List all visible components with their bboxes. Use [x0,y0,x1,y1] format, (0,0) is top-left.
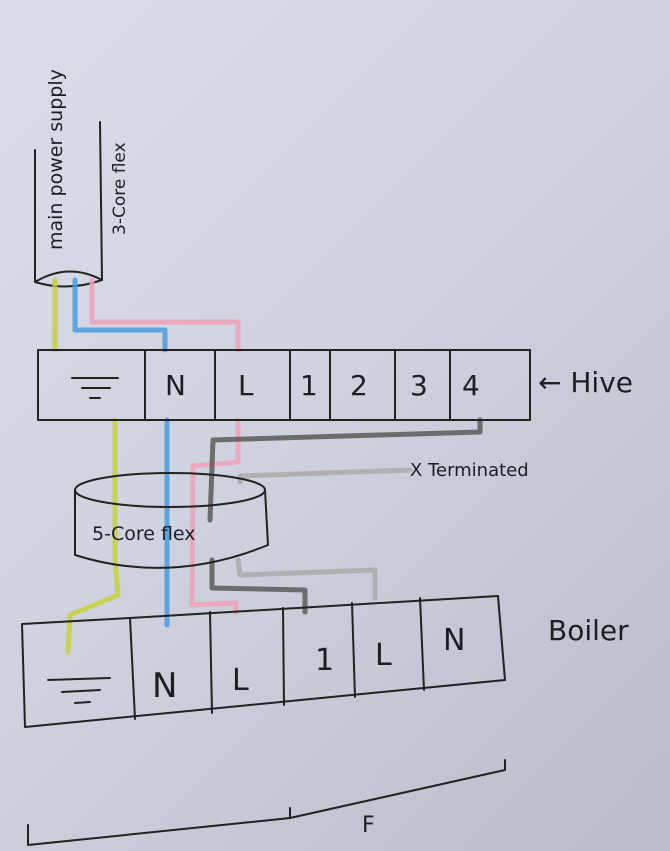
terminated-label: X Terminated [410,460,529,481]
hive-terminal-4: 4 [462,369,480,402]
group-e-label: E [140,849,154,851]
3-core-flex-label: 3-Core flex [110,142,130,235]
hive-terminal-2: 2 [350,369,368,402]
boiler-terminal-l2: L [375,638,392,673]
neutral-wire [72,277,170,628]
hive-terminal-3: 3 [410,369,428,402]
5-core-flex-label: 5-Core flex [92,523,196,545]
earth-symbol-icon [47,677,111,704]
earth-wire [52,277,121,655]
hive-terminal-1: 1 [300,369,318,402]
spare-wire [235,467,413,601]
supply-cable: main power supply 3-Core flex [34,69,130,288]
group-bracket: E F [27,759,506,851]
wires [52,277,483,655]
hive-terminal-n: N [165,369,186,402]
hive-terminal-l: L [238,369,254,402]
boiler-terminal-block: N L 1 L N Boiler [21,595,629,728]
boiler-terminal-l: L [232,663,249,698]
boiler-terminal-1: 1 [315,643,334,678]
boiler-terminal-n2: N [443,623,465,658]
group-f-label: F [362,813,375,838]
hive-label: ← Hive [538,366,633,399]
boiler-terminal-n: N [152,666,177,706]
earth-symbol-icon [71,377,119,399]
live-wire [89,277,241,615]
boiler-label: Boiler [548,614,629,647]
hive-terminal-block: N L 1 2 3 4 ← Hive [37,349,633,421]
switched-live-wire [207,417,483,615]
5-core-flex-cable: 5-Core flex [74,472,269,569]
main-power-supply-label: main power supply [45,69,67,250]
